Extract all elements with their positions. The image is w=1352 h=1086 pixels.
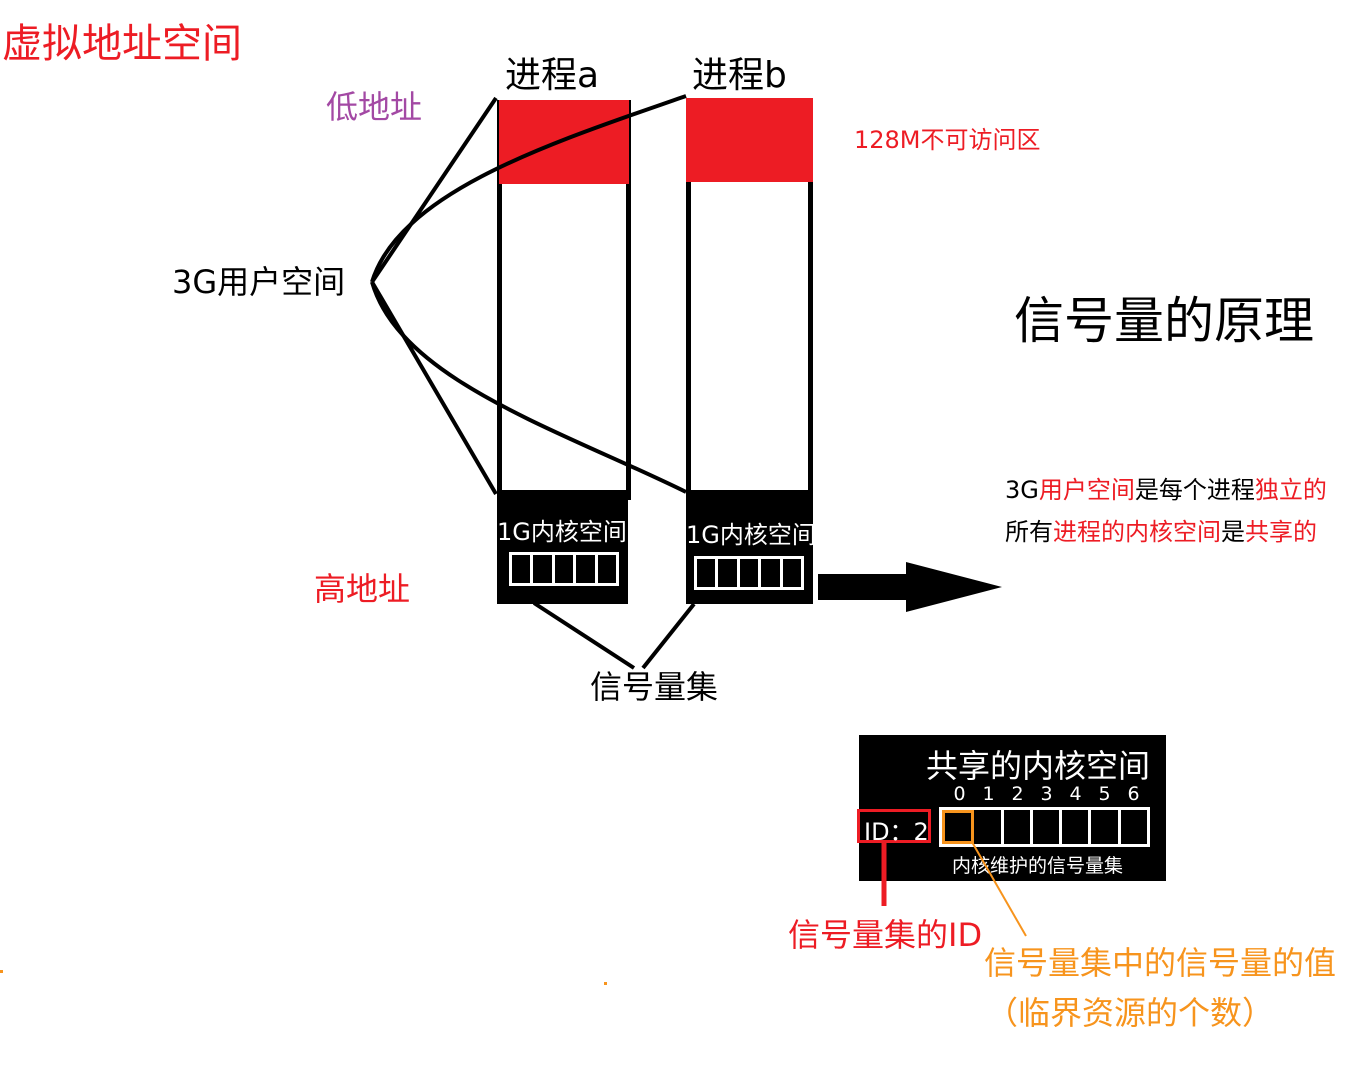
note-2-part: 共享的 <box>1245 518 1317 546</box>
stray-dot <box>0 970 3 973</box>
set-id-annotation: 信号量集的ID <box>788 916 983 954</box>
semaphore-slot <box>739 559 762 587</box>
note-1-part: 3G <box>1005 476 1039 504</box>
process-a-inaccessible-region <box>499 100 629 184</box>
semaphore-set-label: 信号量集 <box>590 668 719 706</box>
semaphore-index: 0 <box>953 783 966 805</box>
stray-dot <box>604 982 607 985</box>
inaccessible-area-label: 128M不可访问区 <box>854 126 1041 154</box>
semaphore-slot <box>533 555 555 583</box>
process-b-inaccessible-region <box>686 98 813 182</box>
process-b-kernel-label: 1G内核空间 <box>686 521 816 549</box>
process-a-kernel-space: 1G内核空间 <box>497 490 628 604</box>
semaphore-set-connector <box>532 601 636 670</box>
shared-semaphore-slots <box>939 807 1150 847</box>
process-b-semaphore-slots <box>694 556 804 590</box>
semaphore-slot <box>576 555 598 583</box>
note-1-part: 是每个进程 <box>1134 476 1255 504</box>
semaphore-slot <box>697 559 719 587</box>
note-1-part: 用户空间 <box>1038 476 1135 504</box>
shared-kernel-title: 共享的内核空间 <box>926 747 1151 785</box>
process-a-semaphore-slots <box>509 552 619 586</box>
semaphore-index: 4 <box>1069 783 1082 805</box>
semaphore-index: 3 <box>1040 783 1053 805</box>
low-address-label: 低地址 <box>326 88 423 126</box>
process-a-label: 进程a <box>505 55 600 96</box>
user-space-connector-line <box>370 96 498 284</box>
semaphore-value-note: （临界资源的个数） <box>986 994 1275 1032</box>
process-b-label: 进程b <box>692 55 787 96</box>
user-space-connector-line <box>370 280 498 496</box>
semaphore-index: 2 <box>1011 783 1024 805</box>
shared-kernel-caption: 内核维护的信号量集 <box>952 855 1124 877</box>
semaphore-slot <box>782 559 802 587</box>
semaphore-slot <box>1062 810 1092 844</box>
semaphore-set-id-box: ID：2 <box>857 809 931 846</box>
process-b-kernel-space: 1G内核空间 <box>686 490 816 604</box>
semaphore-index: 6 <box>1127 783 1140 805</box>
user-space-connector-curve <box>370 94 687 283</box>
semaphore-value-pointer-line <box>971 841 1027 937</box>
semaphore-index: 5 <box>1098 783 1111 805</box>
semaphore-slot <box>512 555 534 583</box>
note-2-part: 是 <box>1221 518 1245 546</box>
semaphore-slot <box>1003 810 1033 844</box>
semaphore-slot <box>1032 810 1063 844</box>
shared-kernel-box: 共享的内核空间 0 1 2 3 4 5 6 ID：2 内核维护的信号量集 <box>857 735 1166 881</box>
note-1-part: 独立的 <box>1254 476 1327 504</box>
semaphore-slot <box>718 559 740 587</box>
note-2-part: 所有 <box>1005 518 1053 546</box>
semaphore-index-row: 0 1 2 3 4 5 6 <box>945 783 1148 805</box>
semaphore-slot <box>597 555 617 583</box>
semaphore-value-annotation: 信号量集中的信号量的值 <box>984 944 1337 982</box>
semaphore-slot <box>554 555 577 583</box>
semaphore-index: 1 <box>982 783 995 805</box>
user-space-label: 3G用户空间 <box>172 263 346 301</box>
right-arrow <box>818 562 1002 612</box>
semaphore-slot-highlighted <box>942 810 975 844</box>
user-space-connector-curve <box>370 281 687 494</box>
semaphore-set-connector <box>641 602 696 670</box>
note-2-part: 进程的内核空间 <box>1053 518 1221 546</box>
semaphore-slot <box>974 810 1004 844</box>
process-a-kernel-label: 1G内核空间 <box>497 518 627 546</box>
semaphore-slot <box>761 559 783 587</box>
semaphore-slot <box>1120 810 1147 844</box>
high-address-label: 高地址 <box>314 570 411 608</box>
note-line-2: 所有进程的内核空间是共享的 <box>1005 519 1317 545</box>
principle-heading: 信号量的原理 <box>1014 292 1314 350</box>
diagram-title: 虚拟地址空间 <box>2 21 242 67</box>
semaphore-slot <box>1091 810 1121 844</box>
note-line-1: 3G用户空间是每个进程独立的 <box>1005 477 1327 503</box>
